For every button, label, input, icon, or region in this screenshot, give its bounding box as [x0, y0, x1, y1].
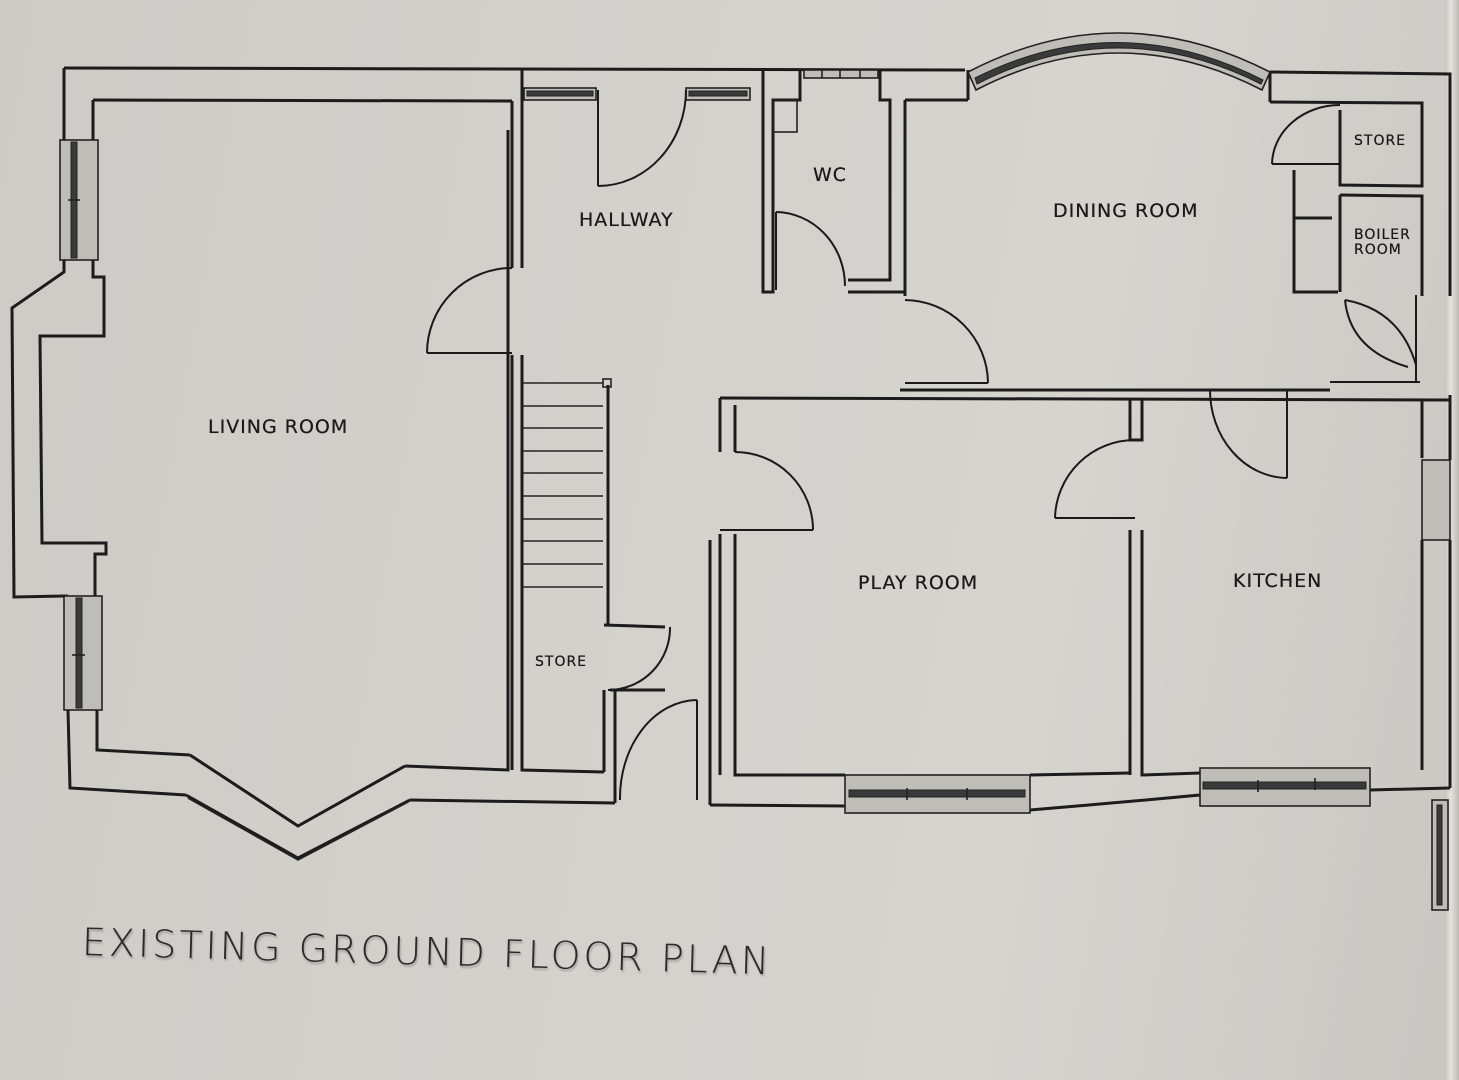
- label-kitchen: KITCHEN: [1233, 570, 1323, 592]
- label-hallway: HALLWAY: [579, 209, 674, 231]
- label-dining-room: DINING ROOM: [1053, 200, 1199, 222]
- outer-walls: [10, 66, 1452, 860]
- staircase: [522, 378, 698, 801]
- store-boiler-walls: [1271, 104, 1424, 383]
- label-store-top: STORE: [1354, 133, 1407, 149]
- label-play-room: PLAY ROOM: [858, 572, 979, 594]
- hallway-walls: [426, 70, 751, 803]
- label-boiler-room-line1: BOILER: [1354, 227, 1411, 243]
- label-wc: WC: [813, 164, 848, 186]
- label-boiler-room-line2: ROOM: [1354, 242, 1402, 258]
- living-room-windows: [59, 139, 409, 861]
- dining-room-walls: [718, 32, 1451, 452]
- play-room-walls: [708, 451, 1031, 814]
- wc-walls: [761, 69, 989, 384]
- label-store-under-stairs: STORE: [535, 654, 588, 670]
- kitchen-walls: [1054, 389, 1451, 911]
- label-living-room: LIVING ROOM: [208, 416, 349, 438]
